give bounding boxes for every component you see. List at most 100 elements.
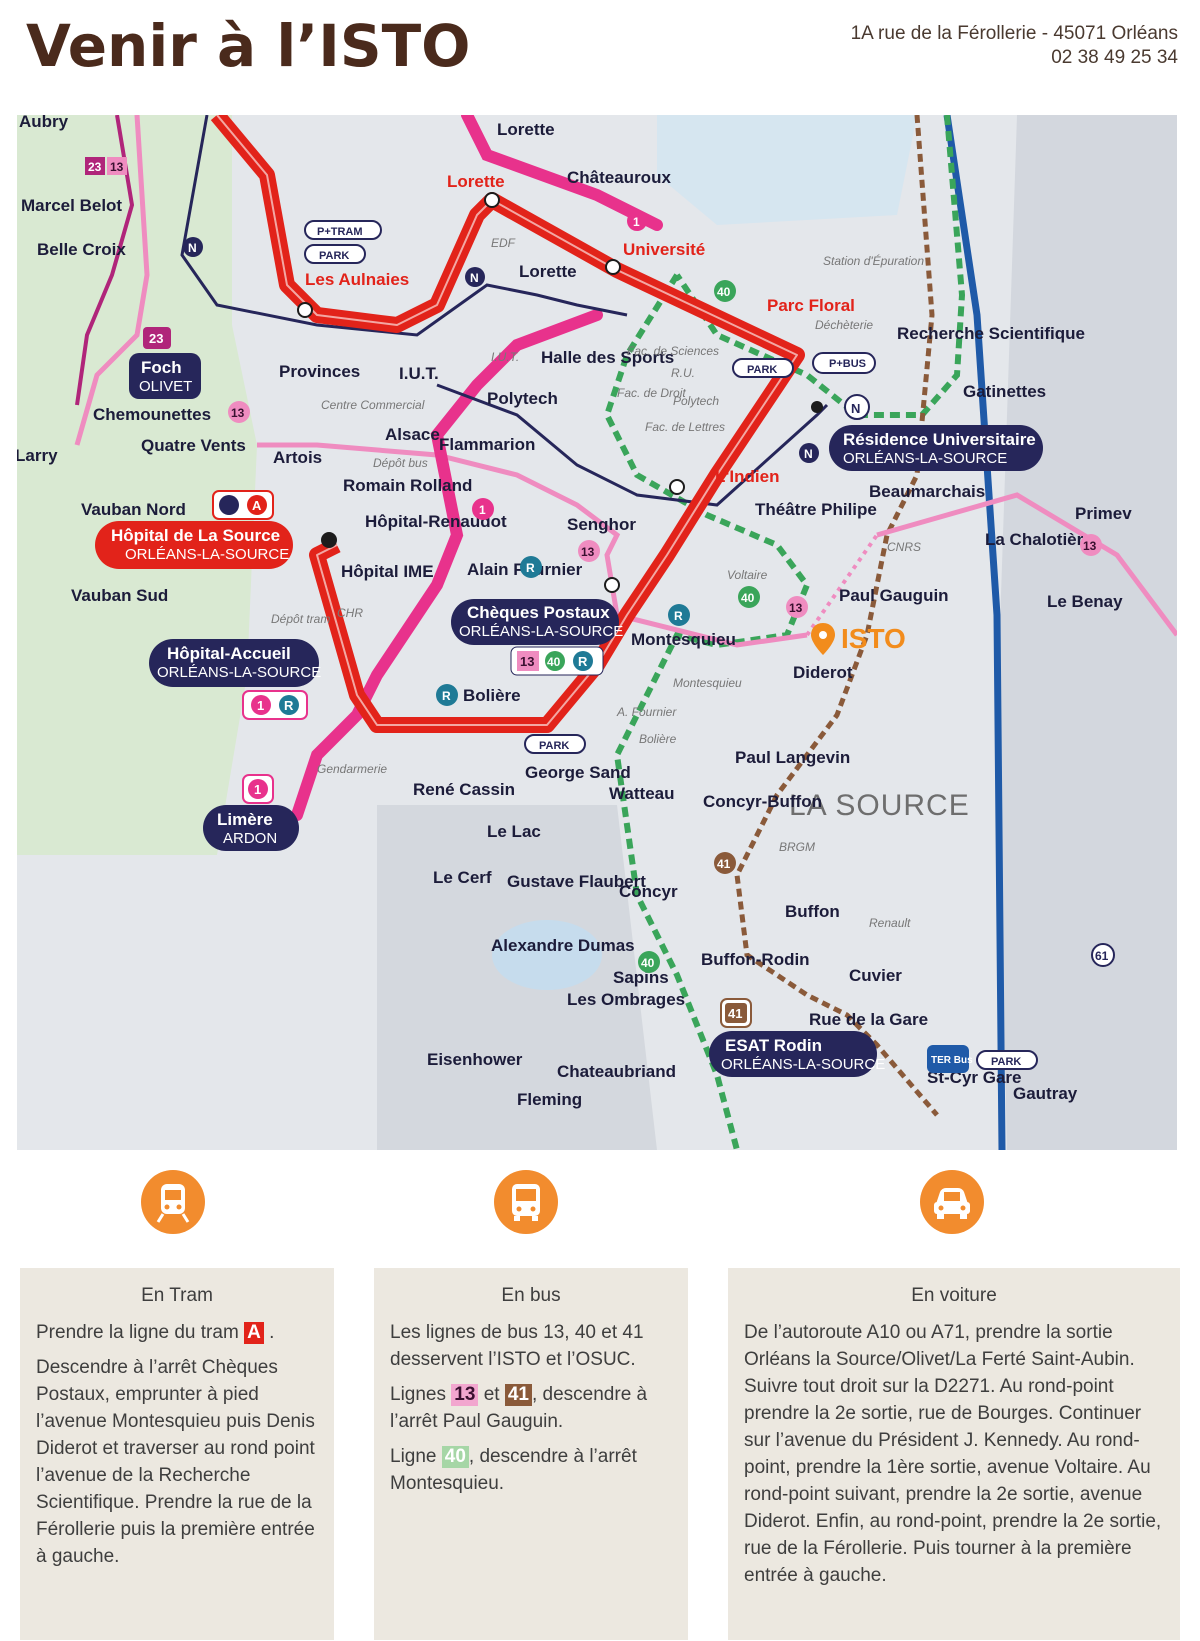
landmark-depot-tram: Dépôt tram — [271, 612, 330, 626]
line-badge-r[interactable] — [436, 684, 458, 706]
tram-text-before: Prendre la ligne du tram — [36, 1322, 239, 1343]
line-1-badge-label: 1 — [257, 698, 264, 713]
landmark-ru: R.U. — [671, 366, 695, 380]
stop-label-halle-des-sports: Halle des Sports — [541, 348, 674, 367]
stop-label-vauban-nord: Vauban Nord — [81, 500, 186, 519]
line-40-badge-label: 40 — [547, 655, 561, 669]
stop-marker[interactable] — [604, 577, 620, 593]
stop-label-lorette-mid: Lorette — [519, 262, 577, 281]
bus-line-word: Ligne — [390, 1446, 437, 1467]
park-label: PARK — [991, 1056, 1021, 1068]
terminus-hopital-accueil[interactable]: Hôpital-Accueil ORLÉANS-LA-SOURCE 1 R — [149, 639, 321, 720]
terminus-esat-rodin[interactable]: 41 ESAT Rodin ORLÉANS-LA-SOURCE — [709, 998, 885, 1077]
tram-a-badge — [247, 495, 267, 515]
stop-label-iut: I.U.T. — [399, 364, 439, 383]
stop-label-watteau: Watteau — [609, 784, 675, 803]
isto-marker[interactable]: ISTO — [811, 623, 906, 655]
bus-panel-lines-13-41: Lignes 13 et 41, descendre à l’arrêt Pau… — [390, 1381, 672, 1435]
line-badge-1-label: 1 — [633, 215, 640, 229]
terminus-hopital-source[interactable]: A Hôpital de La Source ORLÉANS-LA-SOURCE — [95, 490, 293, 569]
park-ride-chip[interactable] — [304, 220, 382, 240]
line-badges: 23 13 1 40 13 1 13 40 13 13 41 40 61 N N… — [85, 157, 1115, 973]
terminus-limere[interactable]: 1 Limère ARDON — [203, 774, 299, 851]
park-chip[interactable] — [304, 244, 366, 264]
tram-panel-title: En Tram — [141, 1285, 213, 1306]
line-r-badge-label: R — [578, 654, 588, 669]
address-block: 1A rue de la Férollerie - 45071 Orléans … — [851, 22, 1178, 70]
line-badge-40[interactable] — [738, 586, 760, 608]
line-badge-61[interactable] — [1091, 943, 1115, 967]
stop-marker[interactable] — [484, 192, 500, 208]
bus-line-40-rest: , descendre à l’arrêt Montesquieu. — [390, 1446, 637, 1494]
line-badge-13[interactable] — [1080, 534, 1102, 556]
bus-lines-word: Lignes — [390, 1384, 446, 1405]
landmark-voltaire: Voltaire — [727, 568, 768, 582]
landmark-boliere: Bolière — [639, 732, 677, 746]
line-badge-1[interactable] — [627, 211, 647, 231]
stop-label-primev: Primev — [1075, 504, 1132, 523]
stop-label-beaumarchais: Beaumarchais — [869, 482, 985, 501]
line-badge-r[interactable] — [668, 604, 690, 626]
landmark-cnrs: CNRS — [887, 540, 921, 554]
stop-label-aubry: Aubry — [19, 115, 69, 131]
stop-label-la-chalotiere: La Chalotière — [985, 530, 1093, 549]
tram-a-badge: A — [244, 1322, 264, 1344]
line-13-badge — [517, 651, 539, 671]
stop-label-montesquieu: Montesquieu — [631, 630, 736, 649]
park-chip[interactable] — [524, 734, 586, 754]
map-svg: ISTO LA SOURCE Aubry Marcel Belot Belle … — [17, 115, 1177, 1150]
line-badge-n[interactable] — [183, 237, 203, 257]
stop-label-gautray: Gautray — [1013, 1084, 1078, 1103]
line-badge-13-label: 13 — [789, 601, 803, 615]
line-badge-23[interactable] — [85, 157, 105, 175]
tram-mode-icon — [141, 1170, 205, 1234]
line-badge-r[interactable] — [520, 556, 542, 578]
line-badge-41[interactable] — [714, 852, 736, 874]
stop-label-quatre-vents: Quatre Vents — [141, 436, 246, 455]
stop-marker[interactable] — [669, 479, 685, 495]
line-badge-r-label: R — [442, 689, 451, 703]
stop-label-le-cerf: Le Cerf — [433, 868, 492, 887]
line-badge-13[interactable] — [786, 596, 808, 618]
stop-label-les-ombrages: Les Ombrages — [567, 990, 685, 1009]
stop-label-sapins: Sapins — [613, 968, 669, 987]
line-badge-40-label: 40 — [717, 285, 731, 299]
stop-label-buffon: Buffon — [785, 902, 840, 921]
line-badge-40[interactable] — [714, 280, 736, 302]
park-chip[interactable] — [732, 358, 794, 378]
stop-marker-terminus[interactable] — [321, 532, 337, 548]
line-badge-r-label: R — [526, 561, 535, 575]
stop-marker[interactable] — [605, 259, 621, 275]
terminus-cheques-postaux[interactable]: Chèques Postaux ORLÉANS-LA-SOURCE 13 40 … — [451, 599, 623, 676]
transit-map[interactable]: ISTO LA SOURCE Aubry Marcel Belot Belle … — [17, 115, 1177, 1150]
stop-label-lindien: L'Indien — [715, 467, 779, 486]
line-badge-23-label: 23 — [88, 160, 102, 174]
terminus-foch[interactable]: 23 Foch OLIVET — [129, 327, 201, 399]
line-badge-13[interactable] — [228, 401, 250, 423]
park-chip[interactable] — [976, 1050, 1038, 1070]
stop-marker-terminus[interactable] — [811, 401, 823, 413]
tram-panel-directions: Descendre à l’arrêt Chèques Postaux, emp… — [36, 1357, 315, 1567]
line-badge-13[interactable] — [107, 157, 127, 175]
park-area — [17, 115, 257, 855]
limere-sub: ARDON — [223, 830, 277, 847]
park-label: PARK — [319, 250, 349, 262]
line-badge-41-label: 41 — [717, 857, 731, 871]
line-badge-40[interactable] — [638, 951, 660, 973]
terminus-residence-universitaire[interactable]: N Résidence Universitaire ORLÉANS-LA-SOU… — [829, 394, 1043, 471]
line-badge-n[interactable] — [799, 443, 819, 463]
park-chips: P+TRAM PARK P+BUS PARK PARK PARK TER Bus — [304, 220, 1038, 1073]
area-label: LA SOURCE — [789, 789, 970, 822]
line-badge-1[interactable] — [472, 498, 494, 520]
stop-label-paul-gauguin: Paul Gauguin — [839, 586, 949, 605]
stop-marker[interactable] — [297, 302, 313, 318]
phone-line: 02 38 49 25 34 — [1051, 47, 1178, 68]
ter-bus-chip[interactable] — [927, 1045, 969, 1073]
stop-label-lorette-top: Lorette — [497, 120, 555, 139]
line-badge-13[interactable] — [578, 540, 600, 562]
stop-label-cuvier: Cuvier — [849, 966, 902, 985]
bus-line-13 — [74, 115, 1177, 648]
park-bus-chip[interactable] — [812, 352, 876, 374]
tram-text-after: . — [269, 1322, 275, 1343]
line-badge-n[interactable] — [465, 267, 485, 287]
